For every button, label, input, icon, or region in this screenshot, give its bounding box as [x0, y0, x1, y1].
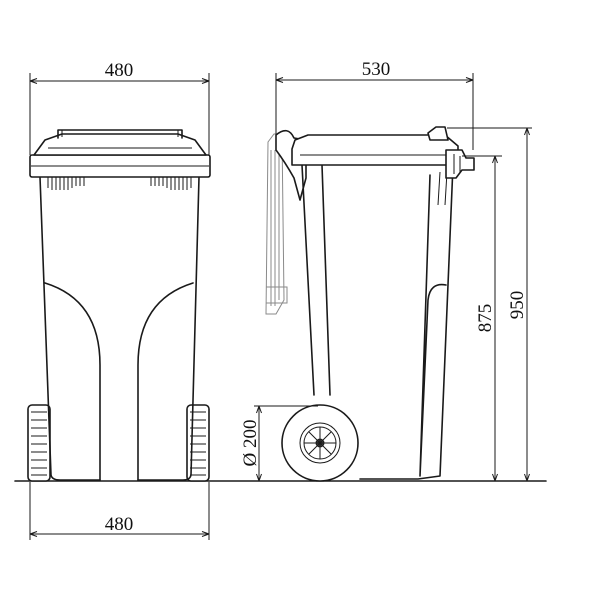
- front-lid-ribs-right: [150, 177, 192, 190]
- side-front-rib: [419, 174, 447, 477]
- front-view-bin: [27, 129, 211, 482]
- dimension-total-height: 950: [447, 127, 532, 482]
- front-leg-left: [44, 282, 101, 481]
- dimension-side-width: 530: [275, 59, 474, 150]
- front-lid-top: [33, 133, 207, 156]
- side-body-outline: [301, 164, 454, 480]
- front-left-wheel: [27, 404, 51, 482]
- front-leg-right: [137, 282, 194, 481]
- front-body-outline: [39, 176, 200, 481]
- front-right-wheel: [186, 404, 210, 482]
- side-view-bin: [265, 126, 475, 482]
- body-height-label: 875: [475, 304, 496, 333]
- total-height-label: 950: [507, 291, 528, 320]
- side-lid: [291, 134, 459, 166]
- side-wheel: [281, 404, 359, 482]
- front-top-width-label: 480: [105, 60, 134, 81]
- front-lid-ribs-left: [47, 177, 85, 190]
- dimension-front-top: 480: [29, 60, 210, 155]
- open-lid-outline: [265, 133, 288, 315]
- dimension-front-bottom: 480: [29, 482, 210, 540]
- front-handle: [57, 129, 183, 139]
- dimension-body-height: 875: [462, 155, 502, 482]
- wheel-diameter-label: Ø 200: [240, 420, 261, 467]
- front-bottom-width-label: 480: [105, 514, 134, 535]
- side-width-label: 530: [362, 59, 391, 80]
- side-lid-hinge-tab: [427, 126, 449, 141]
- dimension-wheel-diameter: Ø 200: [240, 405, 318, 482]
